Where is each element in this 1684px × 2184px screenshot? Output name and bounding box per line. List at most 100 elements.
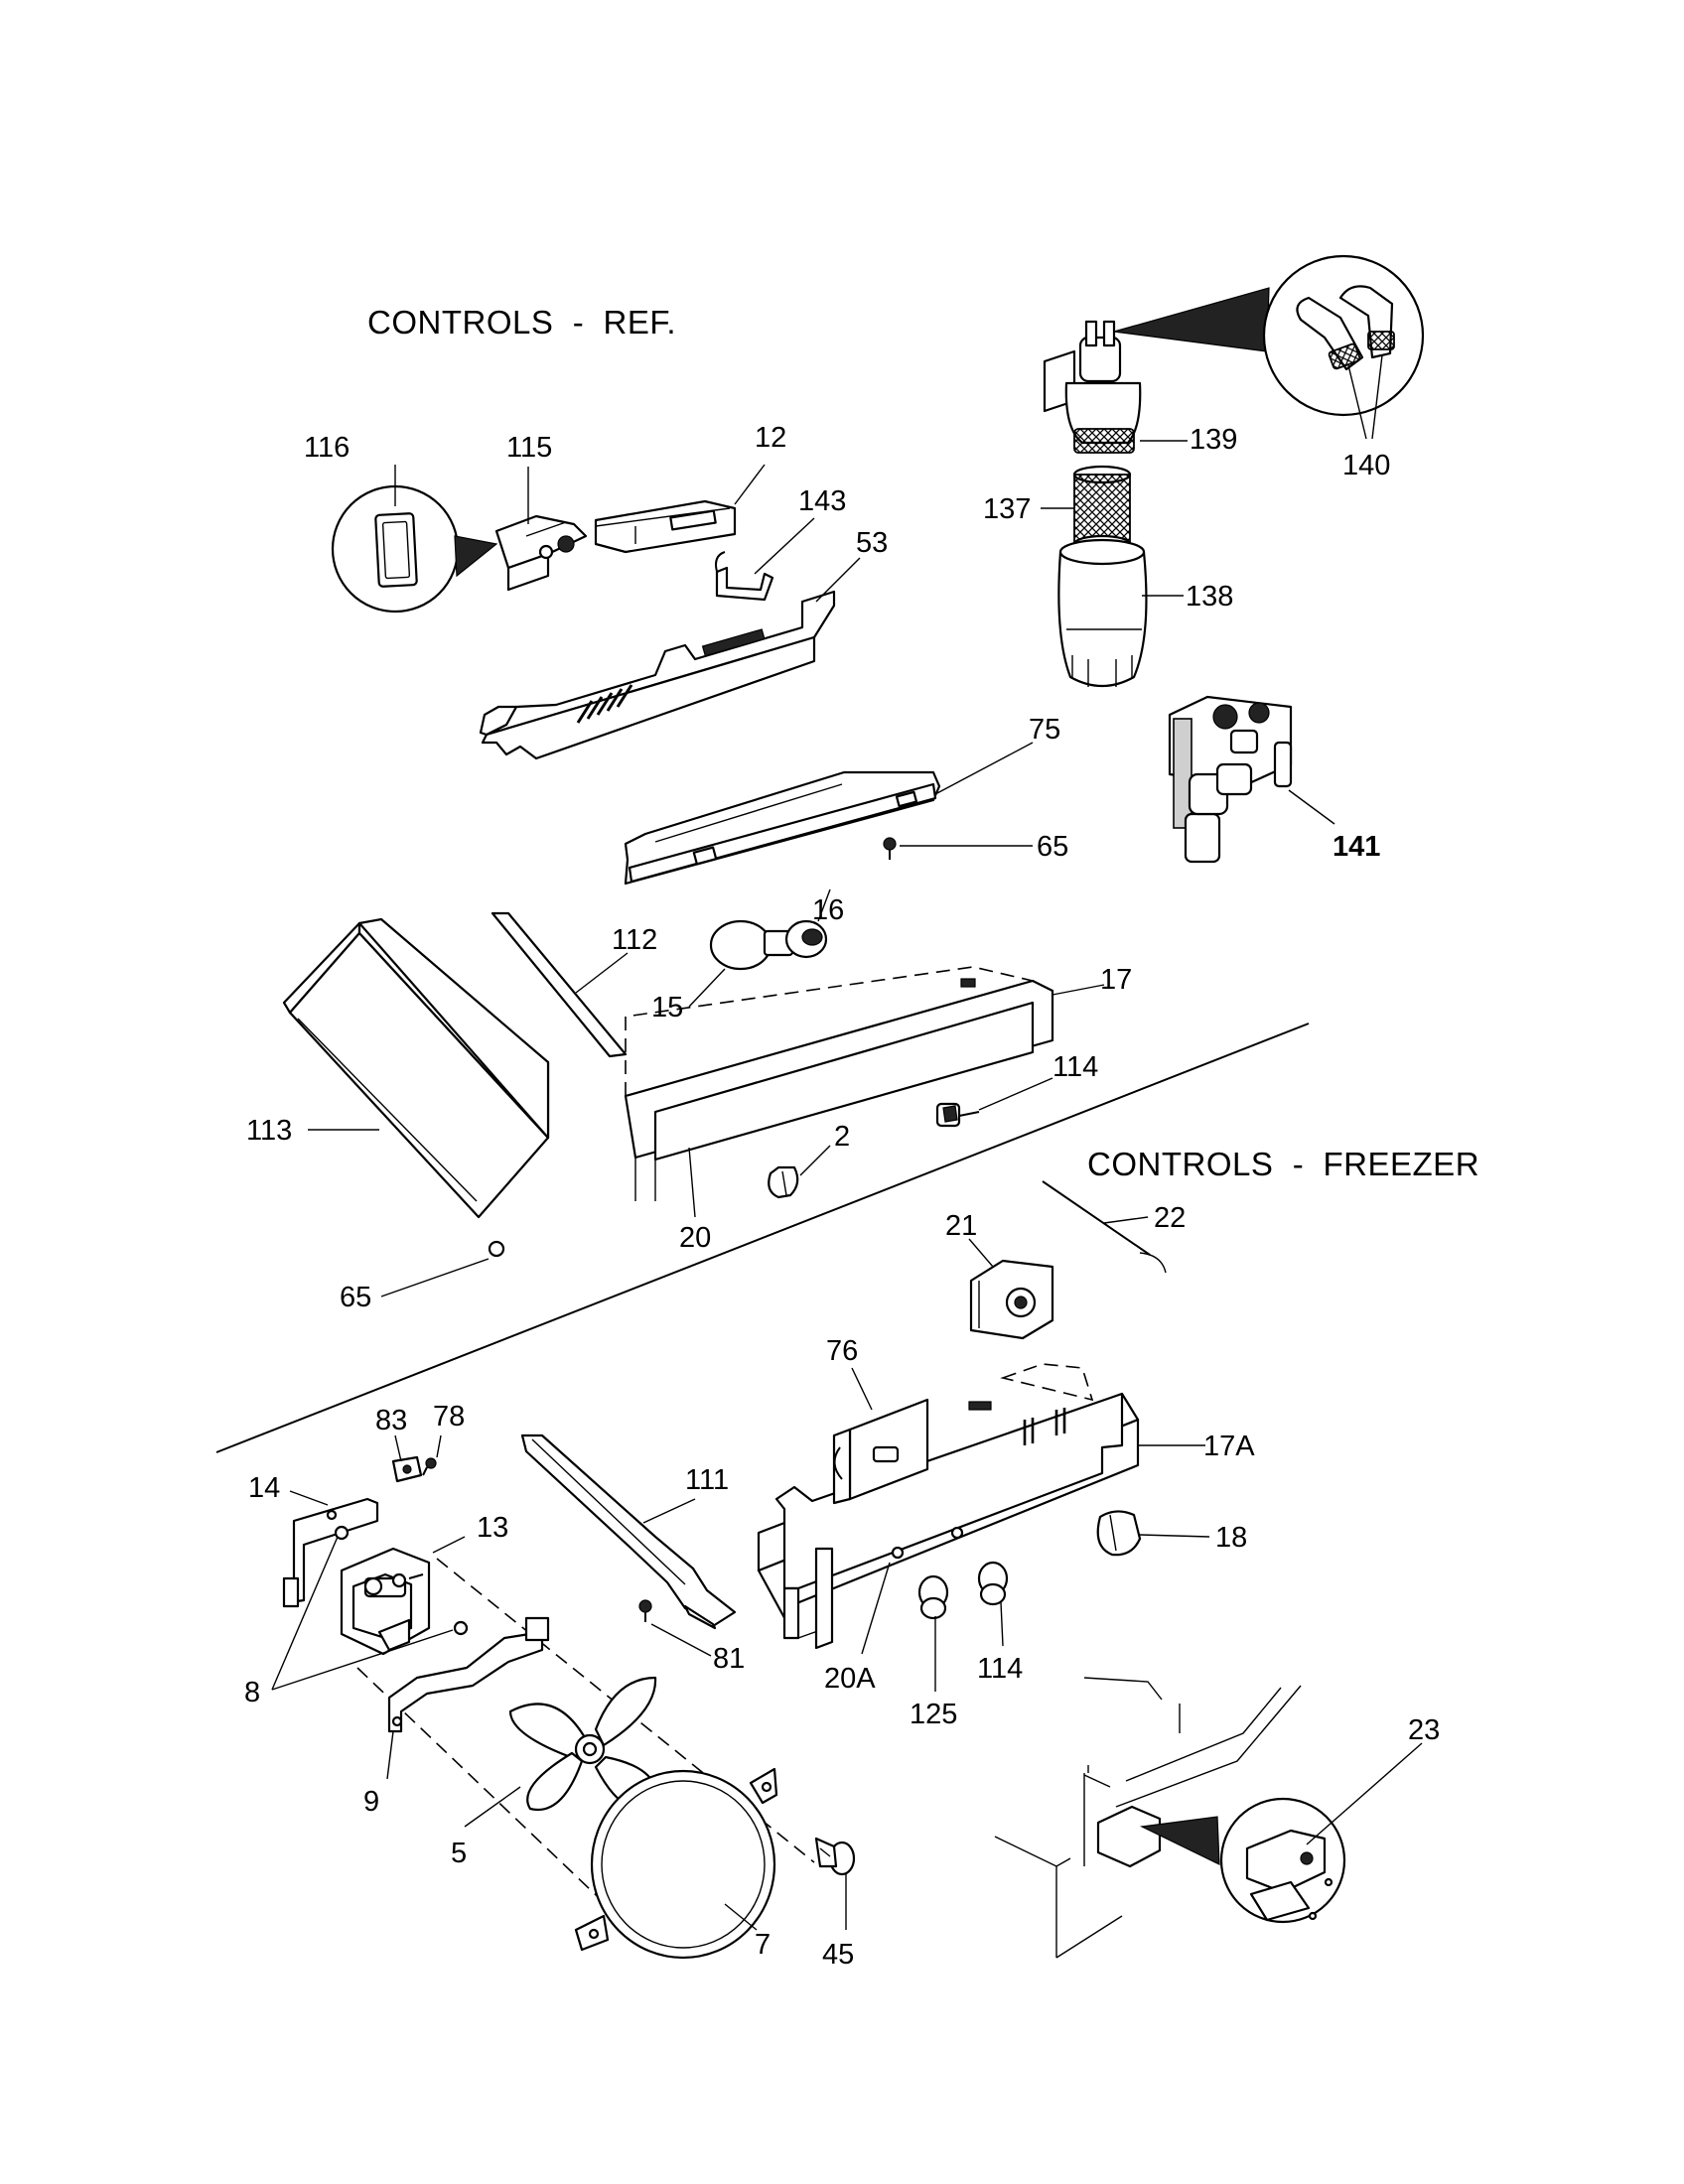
callout-20: 20 bbox=[679, 1222, 711, 1254]
callout-2: 2 bbox=[834, 1121, 850, 1153]
leader-2 bbox=[799, 1145, 831, 1176]
callout-114-upper: 114 bbox=[1052, 1051, 1098, 1083]
leader-16 bbox=[817, 888, 831, 922]
leader-15 bbox=[688, 968, 726, 1008]
leader-9 bbox=[386, 1730, 394, 1780]
callout-83: 83 bbox=[375, 1405, 407, 1436]
part-13-fan-motor bbox=[340, 1547, 431, 1656]
leader-81 bbox=[650, 1623, 712, 1657]
leader-7 bbox=[724, 1903, 758, 1931]
part-143-clip bbox=[715, 551, 774, 602]
part-75-mounting-plate bbox=[624, 770, 941, 886]
callout-76: 76 bbox=[826, 1335, 858, 1367]
part-16-lamp-socket bbox=[784, 919, 828, 959]
part-138-filter-bowl bbox=[1057, 538, 1148, 687]
leader-53 bbox=[815, 557, 861, 603]
leader-141 bbox=[1288, 789, 1335, 825]
part-81-screw bbox=[638, 1599, 652, 1622]
part-2-control-knob bbox=[768, 1165, 799, 1199]
section-divider-line bbox=[215, 1023, 1310, 1453]
part-12-control-cover bbox=[594, 499, 737, 554]
leader-83 bbox=[394, 1434, 402, 1462]
leader-8a bbox=[271, 1536, 339, 1691]
leader-21 bbox=[968, 1238, 994, 1268]
part-113-air-channel bbox=[282, 917, 550, 1219]
part-114-switch-lower bbox=[950, 1526, 1009, 1606]
part-139-filter-head bbox=[1043, 320, 1142, 454]
leader-76 bbox=[851, 1367, 873, 1411]
leader-143 bbox=[754, 517, 815, 575]
leader-78 bbox=[436, 1434, 442, 1458]
leader-112 bbox=[575, 952, 629, 994]
part-141-water-valve bbox=[1168, 695, 1293, 864]
callout-112: 112 bbox=[612, 924, 657, 956]
callout-137: 137 bbox=[983, 493, 1031, 525]
part-23-door-switch-detail bbox=[994, 1677, 1346, 1959]
part-112-light-rod bbox=[491, 911, 628, 1058]
leader-140a bbox=[1347, 364, 1367, 440]
callout-16: 16 bbox=[812, 894, 844, 926]
callout-45: 45 bbox=[822, 1939, 854, 1971]
part-18-freezer-knob bbox=[1096, 1510, 1142, 1557]
callout-53: 53 bbox=[856, 527, 888, 559]
leader-140b bbox=[1371, 354, 1383, 440]
callout-140: 140 bbox=[1342, 450, 1390, 481]
part-15-light-bulb bbox=[709, 919, 794, 971]
leader-5 bbox=[464, 1786, 521, 1828]
leader-111 bbox=[642, 1498, 696, 1524]
leader-75 bbox=[934, 742, 1034, 795]
leader-65-lower bbox=[380, 1258, 490, 1297]
callout-14: 14 bbox=[248, 1472, 280, 1504]
callout-113: 113 bbox=[246, 1115, 292, 1147]
title-controls-freezer: CONTROLS - FREEZER bbox=[1087, 1146, 1479, 1182]
callout-115: 115 bbox=[506, 432, 552, 464]
part-21-thermostat bbox=[969, 1259, 1054, 1340]
callout-141: 141 bbox=[1333, 831, 1380, 863]
leader-18 bbox=[1139, 1534, 1210, 1538]
part-83-small-bracket bbox=[391, 1455, 423, 1483]
callout-12: 12 bbox=[755, 422, 786, 454]
part-22-capillary-tube bbox=[1042, 1180, 1167, 1274]
callout-81: 81 bbox=[713, 1643, 745, 1675]
part-7-fan-shroud bbox=[574, 1767, 778, 1960]
leader-114-lower bbox=[1000, 1601, 1004, 1647]
callout-111: 111 bbox=[685, 1464, 729, 1496]
callout-23: 23 bbox=[1408, 1714, 1440, 1746]
leader-12 bbox=[734, 464, 766, 505]
callout-15: 15 bbox=[651, 992, 683, 1024]
callout-65-upper: 65 bbox=[1037, 831, 1068, 863]
callout-125: 125 bbox=[910, 1699, 957, 1730]
callout-20a: 20A bbox=[824, 1663, 876, 1695]
part-17a-freezer-control-housing bbox=[757, 1363, 1140, 1650]
title-controls-ref: CONTROLS - REF. bbox=[367, 304, 676, 341]
part-111-air-duct bbox=[520, 1433, 737, 1630]
leader-22 bbox=[1103, 1216, 1149, 1224]
callout-21: 21 bbox=[945, 1210, 977, 1242]
part-125-switch bbox=[891, 1546, 949, 1620]
callout-75: 75 bbox=[1029, 714, 1060, 746]
leader-14 bbox=[289, 1490, 329, 1506]
part-65-screw-upper bbox=[883, 837, 897, 860]
callout-65-lower: 65 bbox=[340, 1282, 371, 1313]
part-140-fitting-detail bbox=[1113, 254, 1425, 417]
part-116-gasket-detail bbox=[331, 484, 498, 614]
callout-8: 8 bbox=[244, 1677, 260, 1708]
part-76-light-cover bbox=[832, 1398, 992, 1505]
leader-20 bbox=[688, 1147, 696, 1218]
callout-138: 138 bbox=[1186, 581, 1233, 613]
callout-9: 9 bbox=[363, 1786, 379, 1818]
callout-22: 22 bbox=[1154, 1202, 1186, 1234]
part-65-screw-lower bbox=[488, 1240, 505, 1258]
callout-139: 139 bbox=[1190, 424, 1237, 456]
part-45-screw bbox=[814, 1837, 856, 1876]
callout-5: 5 bbox=[451, 1838, 467, 1869]
callout-78: 78 bbox=[433, 1401, 465, 1433]
callout-18: 18 bbox=[1215, 1522, 1247, 1554]
callout-143: 143 bbox=[798, 485, 846, 517]
leader-13 bbox=[432, 1536, 466, 1554]
leader-20a bbox=[861, 1562, 891, 1655]
leader-8b bbox=[271, 1629, 454, 1691]
part-9-lower-bracket bbox=[387, 1616, 550, 1733]
